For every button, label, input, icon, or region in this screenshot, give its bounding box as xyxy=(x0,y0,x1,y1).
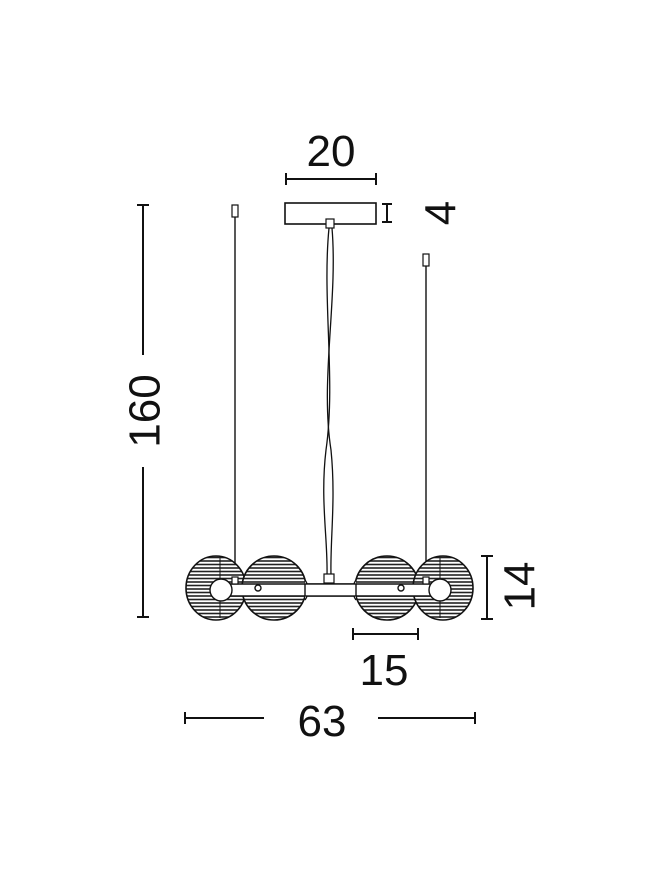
shade-height-dimension: 14 xyxy=(481,555,545,620)
canopy-connector xyxy=(325,218,335,229)
central-bar xyxy=(209,576,452,602)
total-height-label: 160 xyxy=(121,374,170,447)
canopy-width-dimension: 20 xyxy=(285,127,377,185)
shade-height-label: 14 xyxy=(496,562,545,611)
total-width-label: 63 xyxy=(298,697,347,746)
shade-diameter-dimension: 15 xyxy=(352,628,419,695)
suspension-cables xyxy=(231,204,430,584)
total-height-dimension: 160 xyxy=(121,204,170,618)
canopy-height-dimension: 4 xyxy=(382,201,466,225)
total-width-dimension: 63 xyxy=(184,697,476,746)
shade-diameter-label: 15 xyxy=(360,646,409,695)
canopy-width-label: 20 xyxy=(307,127,356,176)
canopy-height-label: 4 xyxy=(417,201,466,225)
